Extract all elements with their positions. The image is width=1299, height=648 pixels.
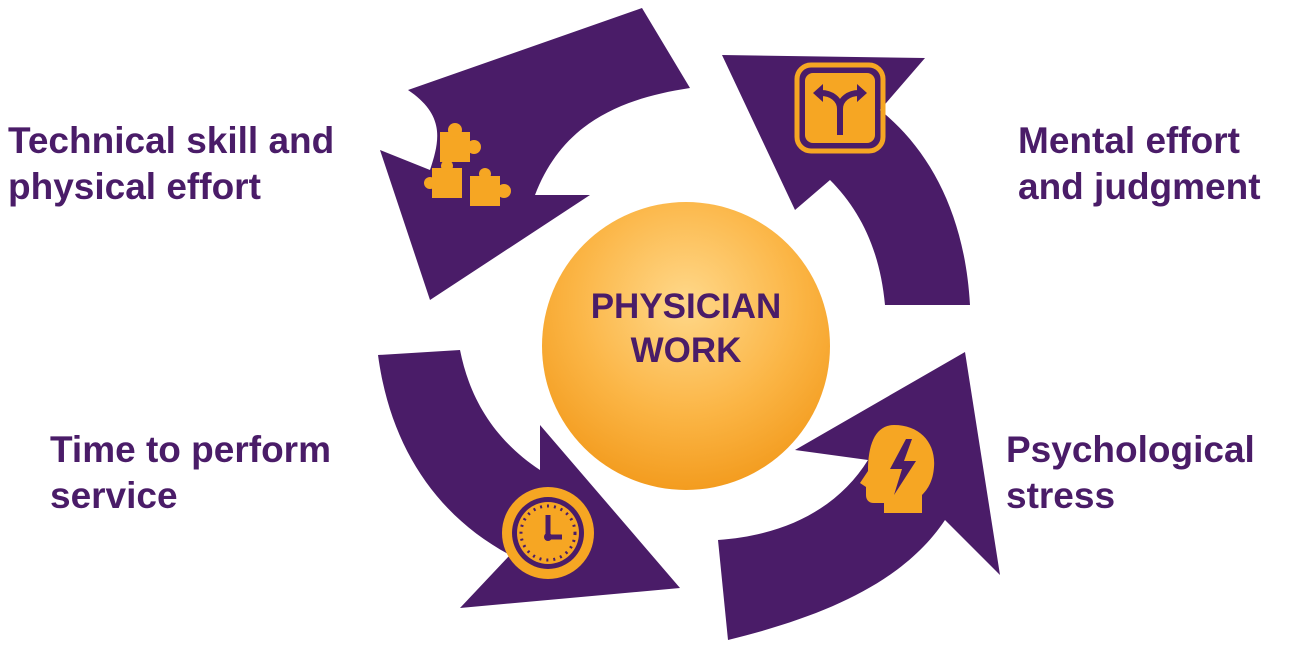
arrow-time bbox=[378, 350, 680, 608]
center-circle bbox=[542, 202, 830, 490]
label-technical-line2: physical effort bbox=[8, 166, 261, 207]
arrow-stress bbox=[718, 352, 1000, 640]
center-title: PHYSICIAN WORK bbox=[556, 285, 816, 373]
label-stress: Psychological stress bbox=[1006, 427, 1255, 519]
fork-arrows-icon bbox=[794, 62, 886, 154]
label-mental: Mental effort and judgment bbox=[1018, 118, 1261, 210]
head-lightning-icon bbox=[860, 425, 935, 513]
label-time-line2: service bbox=[50, 475, 178, 516]
label-technical: Technical skill and physical effort bbox=[8, 118, 334, 210]
label-time-line1: Time to perform bbox=[50, 429, 331, 470]
puzzle-icon bbox=[424, 123, 511, 206]
arrow-technical bbox=[380, 8, 690, 300]
label-technical-line1: Technical skill and bbox=[8, 120, 335, 161]
label-stress-line2: stress bbox=[1006, 475, 1116, 516]
center-title-line1: PHYSICIAN bbox=[590, 287, 782, 326]
label-mental-line2: and judgment bbox=[1018, 166, 1261, 207]
clock-icon bbox=[502, 487, 594, 579]
center-title-line2: WORK bbox=[630, 331, 742, 370]
label-time: Time to perform service bbox=[50, 427, 331, 519]
label-stress-line1: Psychological bbox=[1006, 429, 1255, 470]
arrow-mental bbox=[722, 55, 970, 305]
label-mental-line1: Mental effort bbox=[1018, 120, 1240, 161]
